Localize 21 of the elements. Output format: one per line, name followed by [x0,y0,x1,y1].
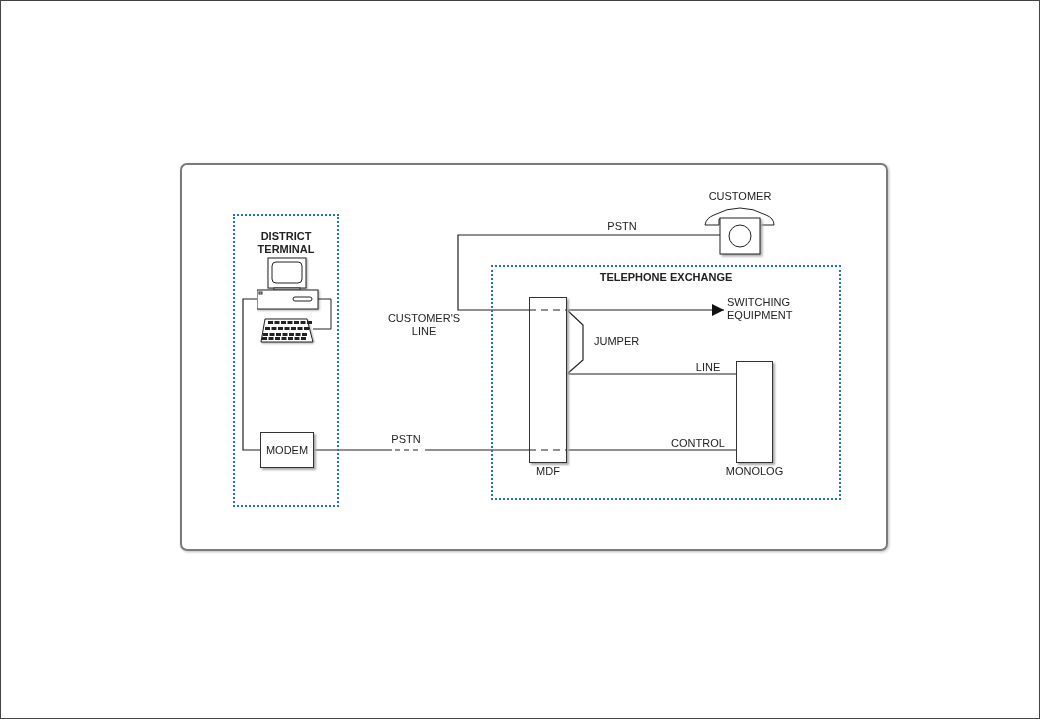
dotted-group-boundary [233,214,339,507]
edge-label: PSTN [606,220,638,233]
node-label: MONOLOG [725,465,784,478]
edge-label: LINE [694,361,722,374]
connector-line [457,234,721,311]
group-title: DISTRICT TERMINAL [256,230,316,256]
text-label: JUMPER [594,335,641,348]
dotted-group-boundary [491,265,841,500]
node-label: MDF [536,465,560,478]
group-title: TELEPHONE EXCHANGE [598,271,734,284]
arrow [566,304,725,316]
edge-label: PSTN [390,433,422,446]
modem-box: MODEM [260,432,314,468]
connector-line [566,373,737,375]
node-label: CUSTOMER [708,190,772,203]
connector-line [566,449,737,451]
edge-label: CONTROL [670,437,726,450]
node-label: SWITCHING EQUIPMENT [727,296,794,322]
connector-line [313,449,530,451]
connector-line [242,298,261,451]
text-label: CUSTOMER'S LINE [386,312,462,338]
